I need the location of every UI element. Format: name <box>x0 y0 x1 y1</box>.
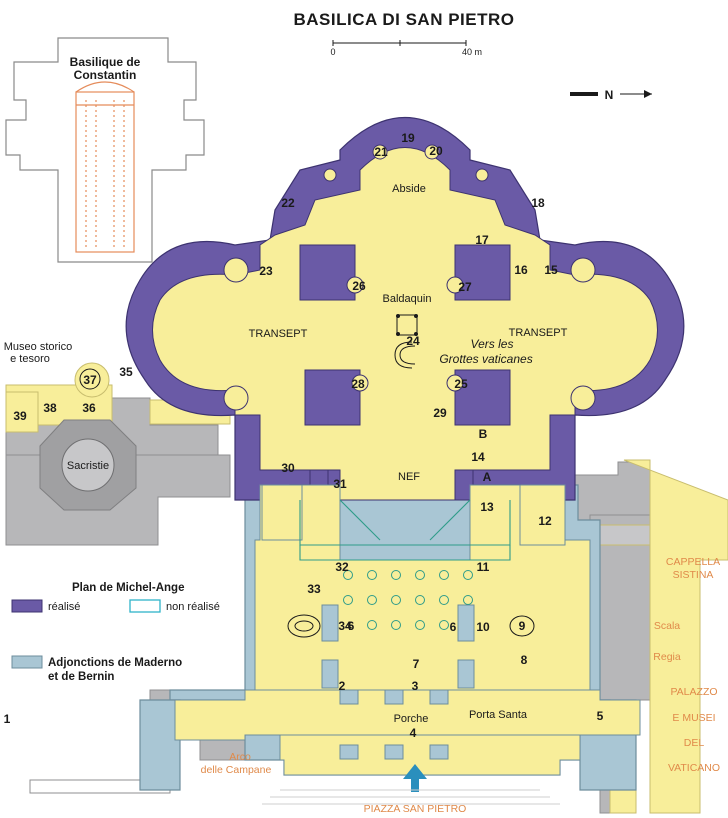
nave-circles <box>343 570 473 630</box>
label-letter-b: B <box>479 427 488 441</box>
label-abside: Abside <box>392 183 426 195</box>
label-baldaquin: Baldaquin <box>383 293 432 305</box>
location-number: 18 <box>531 196 545 210</box>
location-number: 38 <box>43 401 57 415</box>
location-number: 8 <box>521 653 528 667</box>
label-palazzo-line4: VATICANO <box>668 762 720 774</box>
label-letter-a: A <box>483 470 492 484</box>
location-number: 13 <box>480 500 494 514</box>
location-number: 29 <box>433 406 447 420</box>
label-regia: Regia <box>653 651 681 663</box>
label-grottes-line2: Grottes vaticanes <box>439 352 532 366</box>
location-number: 6 <box>450 620 457 634</box>
location-numbers: 1 2 3 4 5 6 6 7 8 9 10 11 12 13 14 15 16… <box>4 131 604 740</box>
spiral-stair <box>287 614 321 638</box>
legend-swatch-non-realise <box>129 599 161 613</box>
label-museo-line1: Museo storico <box>4 341 72 353</box>
legend-realise: réalisé <box>48 601 80 613</box>
north-label: N <box>605 88 614 102</box>
location-number: 16 <box>514 263 528 277</box>
location-number: 23 <box>259 264 273 278</box>
label-piazza: PIAZZA SAN PIETRO <box>364 803 467 815</box>
legend: Plan de Michel-Ange réalisé non réalisé … <box>11 582 220 683</box>
legend-swatch-realise <box>11 599 43 613</box>
location-number: 10 <box>476 620 490 634</box>
label-grottes-line1: Vers les <box>471 337 514 351</box>
location-number: 11 <box>477 560 490 574</box>
entrance-arrow <box>403 764 427 792</box>
inset-title-line2: Constantin <box>74 68 137 82</box>
scale-start-label: 0 <box>330 47 335 57</box>
chapel-9-symbol <box>509 615 535 637</box>
location-number: 37 <box>83 373 97 387</box>
label-porta-santa: Porta Santa <box>469 709 528 721</box>
michelangelo-plan <box>125 117 685 501</box>
location-number: 2 <box>339 679 346 693</box>
location-number: 20 <box>429 144 443 158</box>
location-number: 12 <box>538 514 552 528</box>
location-number: 32 <box>335 560 349 574</box>
label-cappella-line1: CAPPELLA <box>666 556 720 568</box>
location-number: 31 <box>333 477 347 491</box>
location-number: 39 <box>13 409 27 423</box>
location-number: 3 <box>412 679 419 693</box>
legend-swatch-additions <box>11 655 43 669</box>
constantine-inset: Basilique de Constantin <box>5 37 205 263</box>
legend-additions-line2: et de Bernin <box>48 671 114 683</box>
location-number: 17 <box>475 233 489 247</box>
label-palazzo-line3: DEL <box>684 737 705 749</box>
location-number: 25 <box>454 377 468 391</box>
location-number: 35 <box>119 365 133 379</box>
location-number: 7 <box>413 657 420 671</box>
location-number: 26 <box>352 279 366 293</box>
label-transept-left: TRANSEPT <box>249 328 308 340</box>
location-number: 22 <box>281 196 295 210</box>
unrealized-outline <box>299 499 511 561</box>
nave-floor <box>174 484 641 776</box>
location-number: 19 <box>401 131 415 145</box>
label-cappella-line2: SISTINA <box>673 569 714 581</box>
inset-title-line1: Basilique de <box>70 55 141 69</box>
location-number: 1 <box>4 712 11 726</box>
label-scala: Scala <box>654 620 680 632</box>
label-arco-line1: Arco <box>229 751 251 763</box>
location-number: 33 <box>307 582 321 596</box>
label-nef: NEF <box>398 471 420 483</box>
location-number: 21 <box>374 145 388 159</box>
label-porche: Porche <box>394 713 429 725</box>
legend-non-realise: non réalisé <box>166 601 220 613</box>
location-number: 14 <box>471 450 485 464</box>
label-palazzo-line2: E MUSEI <box>672 712 715 724</box>
baldaquin-symbol <box>394 314 418 369</box>
label-museo-line2: e tesoro <box>10 353 50 365</box>
location-number: 24 <box>406 334 420 348</box>
legend-additions-line1: Adjonctions de Maderno <box>48 657 182 669</box>
location-number: 4 <box>410 726 417 740</box>
location-number: 30 <box>281 461 295 475</box>
location-number: 34 <box>338 619 352 633</box>
scale-end-label: 40 m <box>462 47 482 57</box>
location-number: 15 <box>544 263 558 277</box>
location-number: 36 <box>82 401 96 415</box>
label-palazzo-line1: PALAZZO <box>670 686 717 698</box>
location-number: 6 <box>348 619 355 633</box>
location-number: 5 <box>597 709 604 723</box>
north-arrow: N <box>570 88 652 102</box>
location-number: 9 <box>519 619 526 633</box>
legend-heading: Plan de Michel-Ange <box>72 582 184 594</box>
location-number: 27 <box>458 280 472 294</box>
label-arco-line2: delle Campane <box>201 764 272 776</box>
map-title: BASILICA DI SAN PIETRO <box>294 10 515 29</box>
location-number: 28 <box>351 377 365 391</box>
label-transept-right: TRANSEPT <box>509 327 568 339</box>
piazza-lines <box>262 789 560 805</box>
scale-bar: 0 40 m <box>330 40 482 57</box>
label-sacristie: Sacristie <box>67 460 109 472</box>
